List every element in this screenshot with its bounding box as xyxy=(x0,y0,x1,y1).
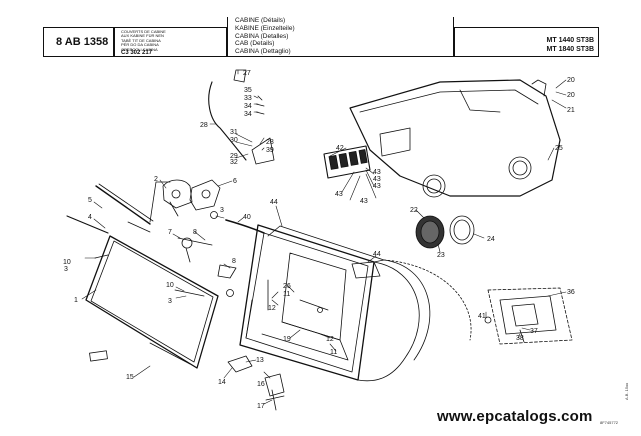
callout-label: 3 xyxy=(168,298,172,305)
callout-label: 25 xyxy=(555,145,563,152)
wiper-motor xyxy=(162,179,221,211)
callout-label: 43 xyxy=(373,176,381,183)
callout-label: 34 xyxy=(244,111,252,118)
callout-label: 32 xyxy=(230,159,238,166)
callout-label: 12 xyxy=(268,305,276,312)
callout-label: 30 xyxy=(230,137,238,144)
catalog-reference: 8 AB 1358 xyxy=(56,36,109,48)
callout-numbers: 1 2 3 3 3 4 5 6 7 8 8 10 10 11 11 12 12 … xyxy=(63,70,575,410)
callout-label: 10 xyxy=(63,259,71,266)
callout-label: 8 xyxy=(193,229,197,236)
callout-label: 2 xyxy=(154,176,158,183)
wiper-assembly xyxy=(66,181,171,234)
wiper-linkage xyxy=(94,201,237,297)
callout-label: 35 xyxy=(244,87,252,94)
callout-label: 22 xyxy=(410,207,418,214)
callout-label: 7 xyxy=(168,229,172,236)
designation-line: AUX KABINE FÜR NEN xyxy=(121,33,164,39)
callout-label: 6 xyxy=(233,178,237,185)
callout-label: 15 xyxy=(126,374,134,381)
callout-label: 43 xyxy=(360,198,368,205)
callout-label: 31 xyxy=(230,129,238,136)
model-name: MT 1840 ST3B xyxy=(546,46,594,53)
callout-label: 20 xyxy=(567,92,575,99)
callout-label: 12 xyxy=(326,336,334,343)
callout-label: 36 xyxy=(567,289,575,296)
callout-label: 44 xyxy=(270,199,278,206)
side-window xyxy=(351,259,472,341)
callout-label: 20 xyxy=(567,77,575,84)
callout-label: 11 xyxy=(283,291,290,298)
roof-panel xyxy=(349,79,561,198)
callout-label: 40 xyxy=(243,214,251,221)
part-code: C3 302 217 xyxy=(121,50,153,56)
model-box: MT 1440 ST3B MT 1840 ST3B xyxy=(454,27,599,57)
callout-label: 37 xyxy=(530,328,538,335)
speaker xyxy=(415,215,475,249)
designation-line: OPERCOLI CABINA xyxy=(121,46,158,52)
callout-label: 4 xyxy=(88,214,92,221)
callout-label: 11 xyxy=(330,349,337,356)
callout-label: 33 xyxy=(244,95,252,102)
designation-line: TABÈ TIT DE CABINA xyxy=(121,37,161,43)
callout-label: 23 xyxy=(437,252,445,259)
callout-label: 1 xyxy=(74,297,78,304)
callout-label: 13 xyxy=(256,357,264,364)
reference-box: 8 AB 1358 xyxy=(43,27,114,57)
windshield-assembly xyxy=(85,221,219,369)
callout-label: 34 xyxy=(244,103,252,110)
side-stamp-text: A.B. 15xx xyxy=(624,383,629,400)
callout-label: 38 xyxy=(516,335,524,342)
callout-label: 41 xyxy=(478,313,486,320)
callout-label: 8 xyxy=(232,258,236,265)
title-fr: CABINE (Détails) xyxy=(235,17,286,24)
wire-tube xyxy=(225,219,265,234)
drawing-code: 8F745772 xyxy=(600,420,619,425)
callout-label: 43 xyxy=(373,183,381,190)
model-lines: MT 1440 ST3B MT 1840 ST3B xyxy=(547,36,594,54)
callout-label: 21 xyxy=(567,107,575,114)
callout-label: 5 xyxy=(88,197,92,204)
callout-label: 10 xyxy=(166,282,174,289)
title-en: CAB (Details) xyxy=(235,40,275,48)
callout-label: 26 xyxy=(283,283,291,290)
callout-label: 39 xyxy=(266,147,274,154)
callout-label: 14 xyxy=(218,379,226,386)
title-it: CABINA (Dettaglio) xyxy=(235,48,291,56)
title-es: CABINA (Detalles) xyxy=(235,32,289,40)
designation-box: COUVERTS DE CABINE AUX KABINE FÜR NEN TA… xyxy=(114,27,227,57)
cab-body xyxy=(239,224,431,382)
washer-hose xyxy=(208,69,275,165)
watermark-url: www.epcatalogs.com xyxy=(437,408,593,425)
callout-label: 16 xyxy=(257,381,265,388)
title-de: KABINE (Einzelteile) xyxy=(235,24,295,32)
model-name: MT 1440 ST3B xyxy=(546,37,594,44)
callout-label: 3 xyxy=(220,207,224,214)
door-hardware xyxy=(227,355,285,411)
switch-panel xyxy=(323,145,371,179)
callout-label: 43 xyxy=(373,169,381,176)
rear-detail xyxy=(484,287,573,345)
title-lines: CABINE (Détails) KABINE (Einzelteile) CA… xyxy=(235,17,295,56)
side-stamp: A.B. 15xx xyxy=(624,383,629,400)
callout-label: 44 xyxy=(373,251,381,258)
callout-label: 28 xyxy=(200,122,208,129)
title-box: CABINE (Détails) KABINE (Einzelteile) CA… xyxy=(227,17,454,57)
callout-label: 29 xyxy=(230,153,238,160)
designation-line: PÉR DO DA CABINA xyxy=(121,42,159,48)
callout-label: 42 xyxy=(336,145,344,152)
callout-label: 43 xyxy=(335,191,343,198)
callout-label: 24 xyxy=(487,236,495,243)
callout-label: 17 xyxy=(257,403,265,410)
callout-label: 27 xyxy=(243,70,251,77)
leader-lines xyxy=(81,69,567,405)
designation-lines: COUVERTS DE CABINE AUX KABINE FÜR NEN TA… xyxy=(121,29,166,52)
callout-label: 19 xyxy=(283,336,291,343)
designation-line: COUVERTS DE CABINE xyxy=(121,29,166,34)
callout-label: 3 xyxy=(64,266,68,273)
callout-label: 28 xyxy=(266,139,274,146)
